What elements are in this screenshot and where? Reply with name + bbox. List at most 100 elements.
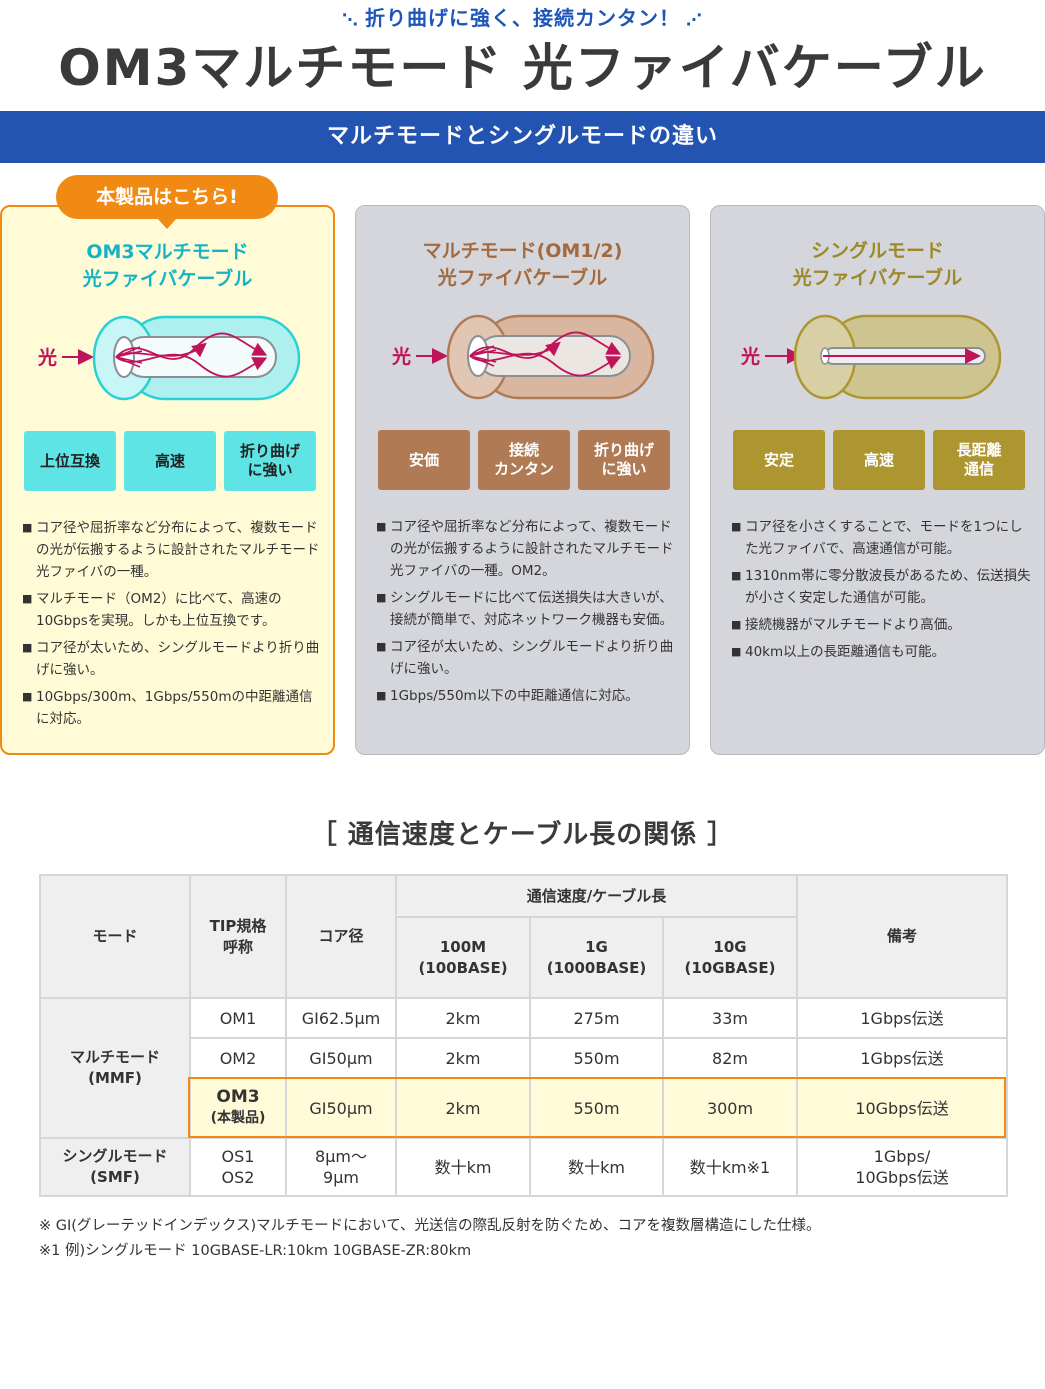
- cell-100m: 2km: [395, 1037, 531, 1079]
- om3-fiber-diagram-icon: 光: [37, 315, 301, 401]
- table-row: シングルモード (SMF) OS1 OS2 8μm〜 9μm 数十km 数十km…: [39, 1137, 1008, 1197]
- cell-core: 8μm〜 9μm: [285, 1137, 397, 1197]
- tagline: ⋱ 折り曲げに強く、接続カンタン！ ⋰: [0, 2, 1045, 31]
- feature-buttons: 安価 接続 カンタン 折り曲げ に強い: [378, 430, 670, 490]
- cell-1g: 275m: [529, 997, 664, 1039]
- card-title-line1: OM3マルチモード: [86, 241, 249, 263]
- feature-tag: 高速: [124, 431, 216, 491]
- bullet-item: コア径が太いため、シングルモードより折り曲げに強い。: [376, 636, 676, 680]
- bullet-item: 40km以上の長距離通信も可能。: [731, 641, 1031, 663]
- card-title: シングルモード光ファイバケーブル: [711, 238, 1044, 292]
- cell-core: GI50μm: [285, 1037, 397, 1079]
- light-label: 光: [37, 346, 57, 369]
- card-title-line2: 光ファイバケーブル: [437, 267, 608, 289]
- bullet-item: 1Gbps/550m以下の中距離通信に対応。: [376, 685, 676, 707]
- cell-note: 1Gbps/ 10Gbps伝送: [796, 1137, 1008, 1197]
- feature-tag-text: 折り曲げ に強い: [239, 442, 300, 479]
- table-row-highlight: OM3 (本製品) GI50μm 2km 550m 300m 10Gbps伝送: [40, 1077, 1008, 1139]
- bullet-item: コア径や屈折率など分布によって、複数モードの光が伝搬するように設計されたマルチモ…: [376, 516, 676, 582]
- header-tip: TIP規格 呼称: [189, 874, 287, 999]
- light-label: 光: [740, 345, 760, 368]
- card-om12: マルチモード(OM1/2) 光ファイバケーブル 光 安価 接続 カンタン 折り曲げ…: [355, 205, 690, 755]
- row-header-mmf: マルチモード (MMF): [39, 997, 191, 1139]
- light-label: 光: [391, 345, 411, 368]
- table-row: マルチモード (MMF) OM1 GI62.5μm 2km 275m 33m 1…: [39, 997, 1008, 1139]
- feature-tag-text: 長距離 通信: [956, 441, 1002, 478]
- cell-note: 10Gbps伝送: [796, 1077, 1008, 1139]
- cell-1g: 550m: [529, 1077, 664, 1139]
- footnote: ※1 例)シングルモード 10GBASE-LR:10km 10GBASE-ZR:…: [39, 1243, 472, 1259]
- single-mode-fiber-diagram-icon: 光: [740, 314, 1002, 400]
- feature-buttons: 上位互換 高速 折り曲げ に強い: [24, 431, 316, 491]
- footnote: ※ GI(グレーテッドインデックス)マルチモードにおいて、光送信の際乱反射を防ぐ…: [39, 1218, 821, 1234]
- sparkle-left-icon: ⋱: [342, 10, 359, 29]
- om3-label: OM3: [216, 1087, 260, 1107]
- feature-tag: 長距離 通信: [933, 430, 1025, 490]
- bullet-item: シングルモードに比べて伝送損失は大きいが、接続が簡単で、対応ネットワーク機器も安…: [376, 587, 676, 631]
- section-heading: マルチモードとシングルモードの違い: [0, 111, 1045, 163]
- card-title: OM3マルチモード光ファイバケーブル: [2, 239, 333, 293]
- cell-note: 1Gbps伝送: [796, 997, 1008, 1039]
- bullet-list: コア径や屈折率など分布によって、複数モードの光が伝搬するように設計されたマルチモ…: [376, 516, 676, 712]
- cell-tip: OM1: [189, 997, 287, 1039]
- cell-100m: 2km: [395, 997, 531, 1039]
- feature-tag: 安定: [733, 430, 825, 490]
- cell-core: GI62.5μm: [285, 997, 397, 1039]
- cell-tip: OM3 (本製品): [189, 1077, 287, 1139]
- bullet-list: コア径や屈折率など分布によって、複数モードの光が伝搬するように設計されたマルチモ…: [22, 517, 322, 735]
- bullet-item: マルチモード（OM2）に比べて、高速の10Gbpsを実現。しかも上位互換です。: [22, 588, 322, 632]
- cell-core: GI50μm: [285, 1077, 397, 1139]
- header-mode: モード: [39, 874, 191, 999]
- cell-100m: 2km: [395, 1077, 531, 1139]
- cell-1g: 550m: [529, 1037, 664, 1079]
- product-badge: 本製品はこちら!: [56, 175, 278, 229]
- cell-note: 1Gbps伝送: [796, 1037, 1008, 1079]
- bullet-item: コア径や屈折率など分布によって、複数モードの光が伝搬するように設計されたマルチモ…: [22, 517, 322, 583]
- om12-fiber-diagram-icon: 光: [391, 314, 655, 400]
- bullet-item: コア径を小さくすることで、モードを1つにした光ファイバで、高速通信が可能。: [731, 516, 1031, 560]
- feature-tag: 折り曲げ に強い: [224, 431, 316, 491]
- cell-10g: 33m: [662, 997, 798, 1039]
- bullet-item: 1310nm帯に零分散波長があるため、伝送損失が小さく安定した通信が可能。: [731, 565, 1031, 609]
- header-10g: 10G (10GBASE): [662, 916, 798, 999]
- feature-buttons: 安定 高速 長距離 通信: [733, 430, 1025, 490]
- header-core: コア径: [285, 874, 397, 999]
- bullet-item: 接続機器がマルチモードより高価。: [731, 614, 1031, 636]
- feature-tag: 安価: [378, 430, 470, 490]
- cell-tip: OM2: [189, 1037, 287, 1079]
- row-header-smf: シングルモード (SMF): [39, 1137, 191, 1197]
- bullet-list: コア径を小さくすることで、モードを1つにした光ファイバで、高速通信が可能。 13…: [731, 516, 1031, 668]
- product-label: (本製品): [210, 1110, 266, 1126]
- cell-10g: 300m: [662, 1077, 798, 1139]
- bullet-item: コア径が太いため、シングルモードより折り曲げに強い。: [22, 637, 322, 681]
- cell-100m: 数十km: [395, 1137, 531, 1197]
- tagline-text: 折り曲げに強く、接続カンタン！: [365, 6, 680, 30]
- footnotes: ※ GI(グレーテッドインデックス)マルチモードにおいて、光送信の際乱反射を防ぐ…: [39, 1214, 821, 1264]
- cell-1g: 数十km: [529, 1137, 664, 1197]
- cell-tip: OS1 OS2: [189, 1137, 287, 1197]
- card-title-line1: シングルモード: [810, 240, 944, 262]
- feature-tag: 上位互換: [24, 431, 116, 491]
- card-title-line2: 光ファイバケーブル: [792, 267, 963, 289]
- bullet-item: 10Gbps/300m、1Gbps/550mの中距離通信に対応。: [22, 686, 322, 730]
- feature-tag: 高速: [833, 430, 925, 490]
- header-1g: 1G (1000BASE): [529, 916, 664, 999]
- speed-length-table: モード TIP規格 呼称 コア径 通信速度/ケーブル長 備考 100M (100…: [39, 874, 1008, 1197]
- sparkle-right-icon: ⋰: [686, 10, 703, 29]
- card-title: マルチモード(OM1/2) 光ファイバケーブル: [356, 238, 689, 292]
- header-100m: 100M (100BASE): [395, 916, 531, 999]
- header-note: 備考: [796, 874, 1008, 999]
- cell-10g: 82m: [662, 1037, 798, 1079]
- card-title-line2: 光ファイバケーブル: [82, 268, 253, 290]
- feature-tag-text: 折り曲げ に強い: [593, 441, 654, 478]
- relation-heading: ［ 通信速度とケーブル長の関係 ］: [310, 820, 735, 850]
- feature-tag: 接続 カンタン: [478, 430, 570, 490]
- cell-10g: 数十km※1: [662, 1137, 798, 1197]
- feature-tag: 折り曲げ に強い: [578, 430, 670, 490]
- feature-tag-text: 接続 カンタン: [493, 441, 554, 478]
- card-title-line1: マルチモード(OM1/2): [422, 240, 623, 262]
- header-speed-group: 通信速度/ケーブル長: [395, 874, 798, 918]
- page-title: OM3マルチモード 光ファイバケーブル: [58, 39, 987, 97]
